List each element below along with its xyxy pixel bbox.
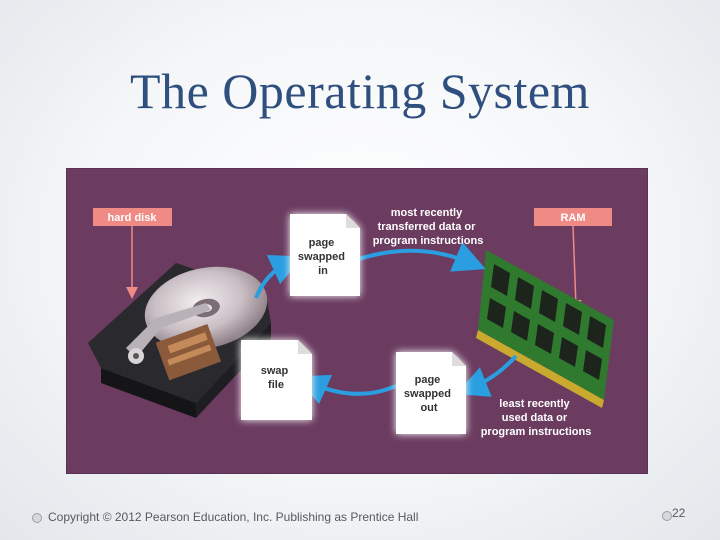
ram-label: RAM xyxy=(534,208,612,312)
swap-file-line-2: file xyxy=(268,379,284,391)
page-swapped-out-doc: page swapped out xyxy=(396,352,466,434)
ram-label-text: RAM xyxy=(560,212,585,224)
page-number-text: 22 xyxy=(672,506,686,520)
top-caption: most recently transferred data or progra… xyxy=(373,207,484,247)
svg-text:page swapped o: page swapped out xyxy=(404,374,454,414)
page-number-bullet-icon xyxy=(662,511,672,521)
ram-module-image xyxy=(476,250,614,408)
bottom-caption: least recently used data or program inst… xyxy=(481,398,592,438)
arrow-to-page-in xyxy=(254,255,303,299)
page-in-line-2: swapped xyxy=(298,251,345,263)
arrow-to-swap-file xyxy=(296,374,397,405)
virtual-memory-diagram: hard disk RAM xyxy=(66,168,648,474)
footer-copyright: Copyright © 2012 Pearson Education, Inc.… xyxy=(32,510,419,524)
page-out-line-3: out xyxy=(420,402,437,414)
page-swapped-in-doc: page swapped in xyxy=(290,214,360,296)
footer-bullet-icon xyxy=(32,513,42,523)
svg-text:page swapped i: page swapped in xyxy=(298,237,348,277)
hard-disk-label: hard disk xyxy=(93,208,172,299)
ram-chips xyxy=(487,264,606,380)
arrow-from-ram xyxy=(456,354,518,397)
hard-disk-label-text: hard disk xyxy=(108,212,158,224)
page-in-line-1: page xyxy=(309,237,335,249)
page-out-line-1: page xyxy=(415,374,441,386)
footer-text: Copyright © 2012 Pearson Education, Inc.… xyxy=(48,510,419,524)
swap-file-doc: swap file xyxy=(241,340,312,420)
svg-text:swap file: swap file xyxy=(261,365,292,391)
hard-disk-image xyxy=(88,263,271,418)
arrow-to-ram xyxy=(355,242,486,272)
page-in-line-3: in xyxy=(318,265,328,277)
slide-title: The Operating System xyxy=(130,63,590,119)
page-out-line-2: swapped xyxy=(404,388,451,400)
page-number: 22 xyxy=(662,506,686,521)
swap-file-line-1: swap xyxy=(261,365,289,377)
